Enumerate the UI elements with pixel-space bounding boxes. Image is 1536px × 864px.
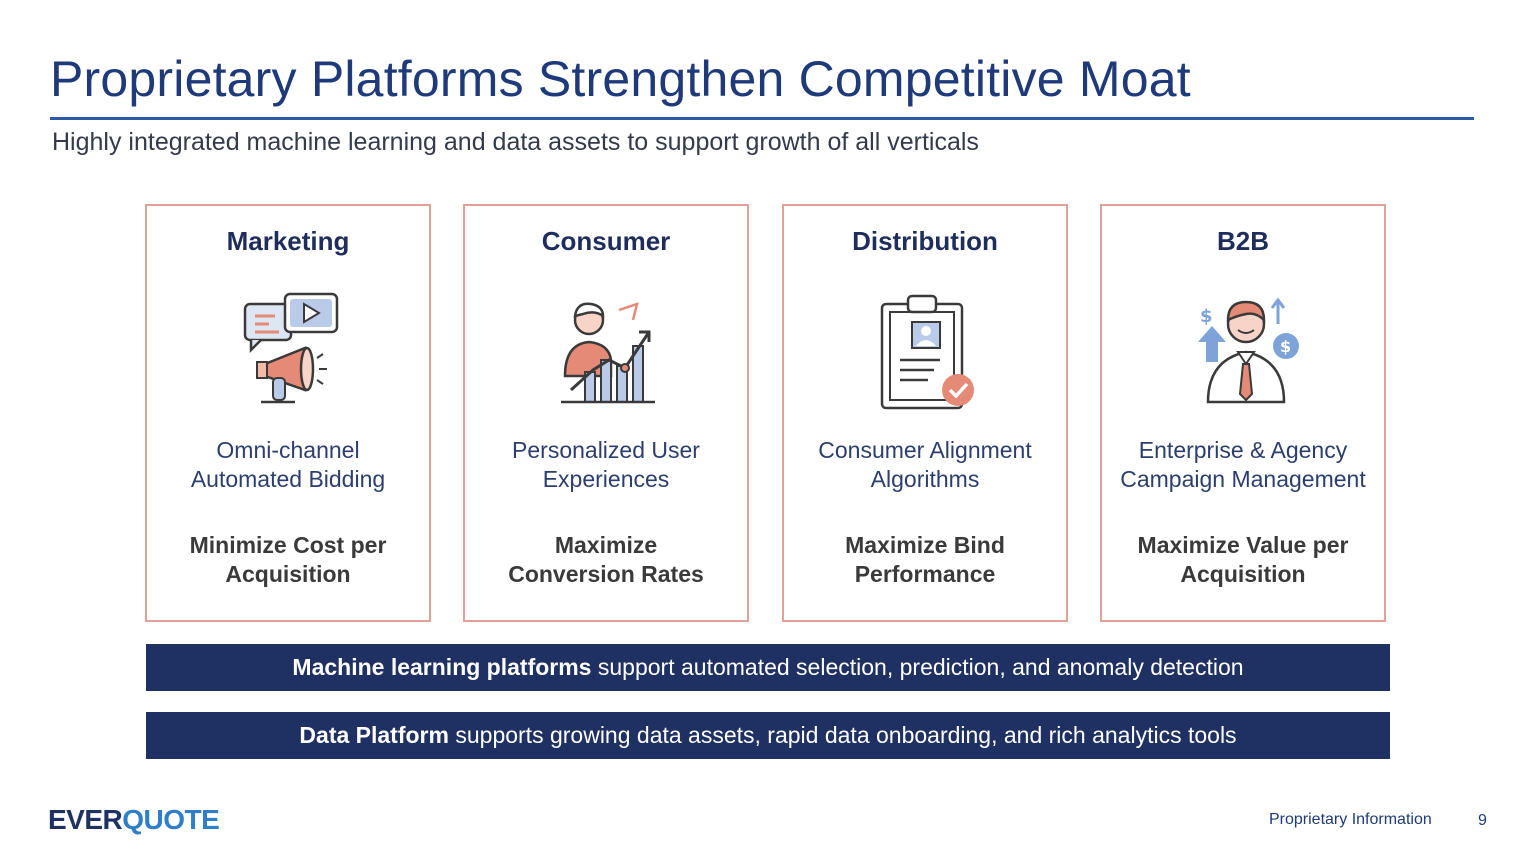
businessman-dollar-icon: $ $ <box>1190 290 1300 410</box>
card-description: Omni-channel Automated Bidding <box>153 436 423 494</box>
banner-bold-text: Data Platform <box>299 722 449 748</box>
banner-bold-text: Machine learning platforms <box>292 654 592 680</box>
page-number: 9 <box>1478 812 1487 829</box>
card-consumer: Consumer Personalized User Experiences M… <box>463 204 749 622</box>
card-description-line: Automated Bidding <box>190 466 386 492</box>
megaphone-chat-icon <box>235 290 345 410</box>
card-goal: Minimize Cost per Acquisition <box>153 531 423 589</box>
card-goal: Maximize Value per Acquisition <box>1108 531 1378 589</box>
card-goal: Maximize Conversion Rates <box>471 531 741 589</box>
card-goal-line: Conversion Rates <box>508 561 704 587</box>
slide-subtitle: Highly integrated machine learning and d… <box>52 128 979 156</box>
everquote-logo: EVERQUOTE <box>48 804 220 836</box>
card-goal-line: Minimize Cost per <box>189 532 387 558</box>
card-title: Distribution <box>852 226 998 256</box>
card-goal-line: Acquisition <box>1180 561 1306 587</box>
card-description-line: Algorithms <box>870 466 980 492</box>
card-description-line: Experiences <box>542 466 670 492</box>
card-title: Marketing <box>226 226 350 256</box>
card-marketing: Marketing Omni-channel Automated Bidding… <box>145 204 431 622</box>
card-title: Consumer <box>541 226 671 256</box>
card-goal-line: Performance <box>854 561 996 587</box>
card-title: B2B <box>1216 226 1269 256</box>
title-divider <box>50 117 1474 120</box>
card-description: Consumer Alignment Algorithms <box>790 436 1060 494</box>
banner-text: support automated selection, prediction,… <box>591 654 1244 680</box>
card-goal: Maximize Bind Performance <box>790 531 1060 589</box>
footer-proprietary-label: Proprietary Information <box>1269 811 1432 828</box>
card-description-line: Consumer Alignment <box>818 437 1032 463</box>
banner-text: supports growing data assets, rapid data… <box>448 722 1237 748</box>
slide-title: Proprietary Platforms Strengthen Competi… <box>50 51 1191 107</box>
svg-text:$: $ <box>1200 306 1213 327</box>
card-b2b: B2B $ $ Enterprise & Agency Campaign Man… <box>1100 204 1386 622</box>
card-goal-line: Maximize Value per <box>1137 532 1349 558</box>
clipboard-check-icon <box>872 290 982 410</box>
person-growth-chart-icon <box>553 290 663 410</box>
card-description-line: Omni-channel <box>216 437 360 463</box>
card-description-line: Personalized User <box>512 437 700 463</box>
ml-platforms-banner: Machine learning platforms support autom… <box>146 644 1390 691</box>
logo-part-ever: EVER <box>48 804 123 835</box>
card-description: Personalized User Experiences <box>471 436 741 494</box>
card-goal-line: Maximize <box>554 532 658 558</box>
logo-part-quote: QUOTE <box>122 804 220 835</box>
card-description: Enterprise & Agency Campaign Management <box>1108 436 1378 494</box>
svg-text:$: $ <box>1280 337 1291 356</box>
card-description-line: Campaign Management <box>1120 466 1366 492</box>
card-goal-line: Acquisition <box>225 561 351 587</box>
card-description-line: Enterprise & Agency <box>1138 437 1348 463</box>
card-distribution: Distribution Consumer Alignment Algorith… <box>782 204 1068 622</box>
data-platform-banner: Data Platform supports growing data asse… <box>146 712 1390 759</box>
card-goal-line: Maximize Bind <box>845 532 1005 558</box>
